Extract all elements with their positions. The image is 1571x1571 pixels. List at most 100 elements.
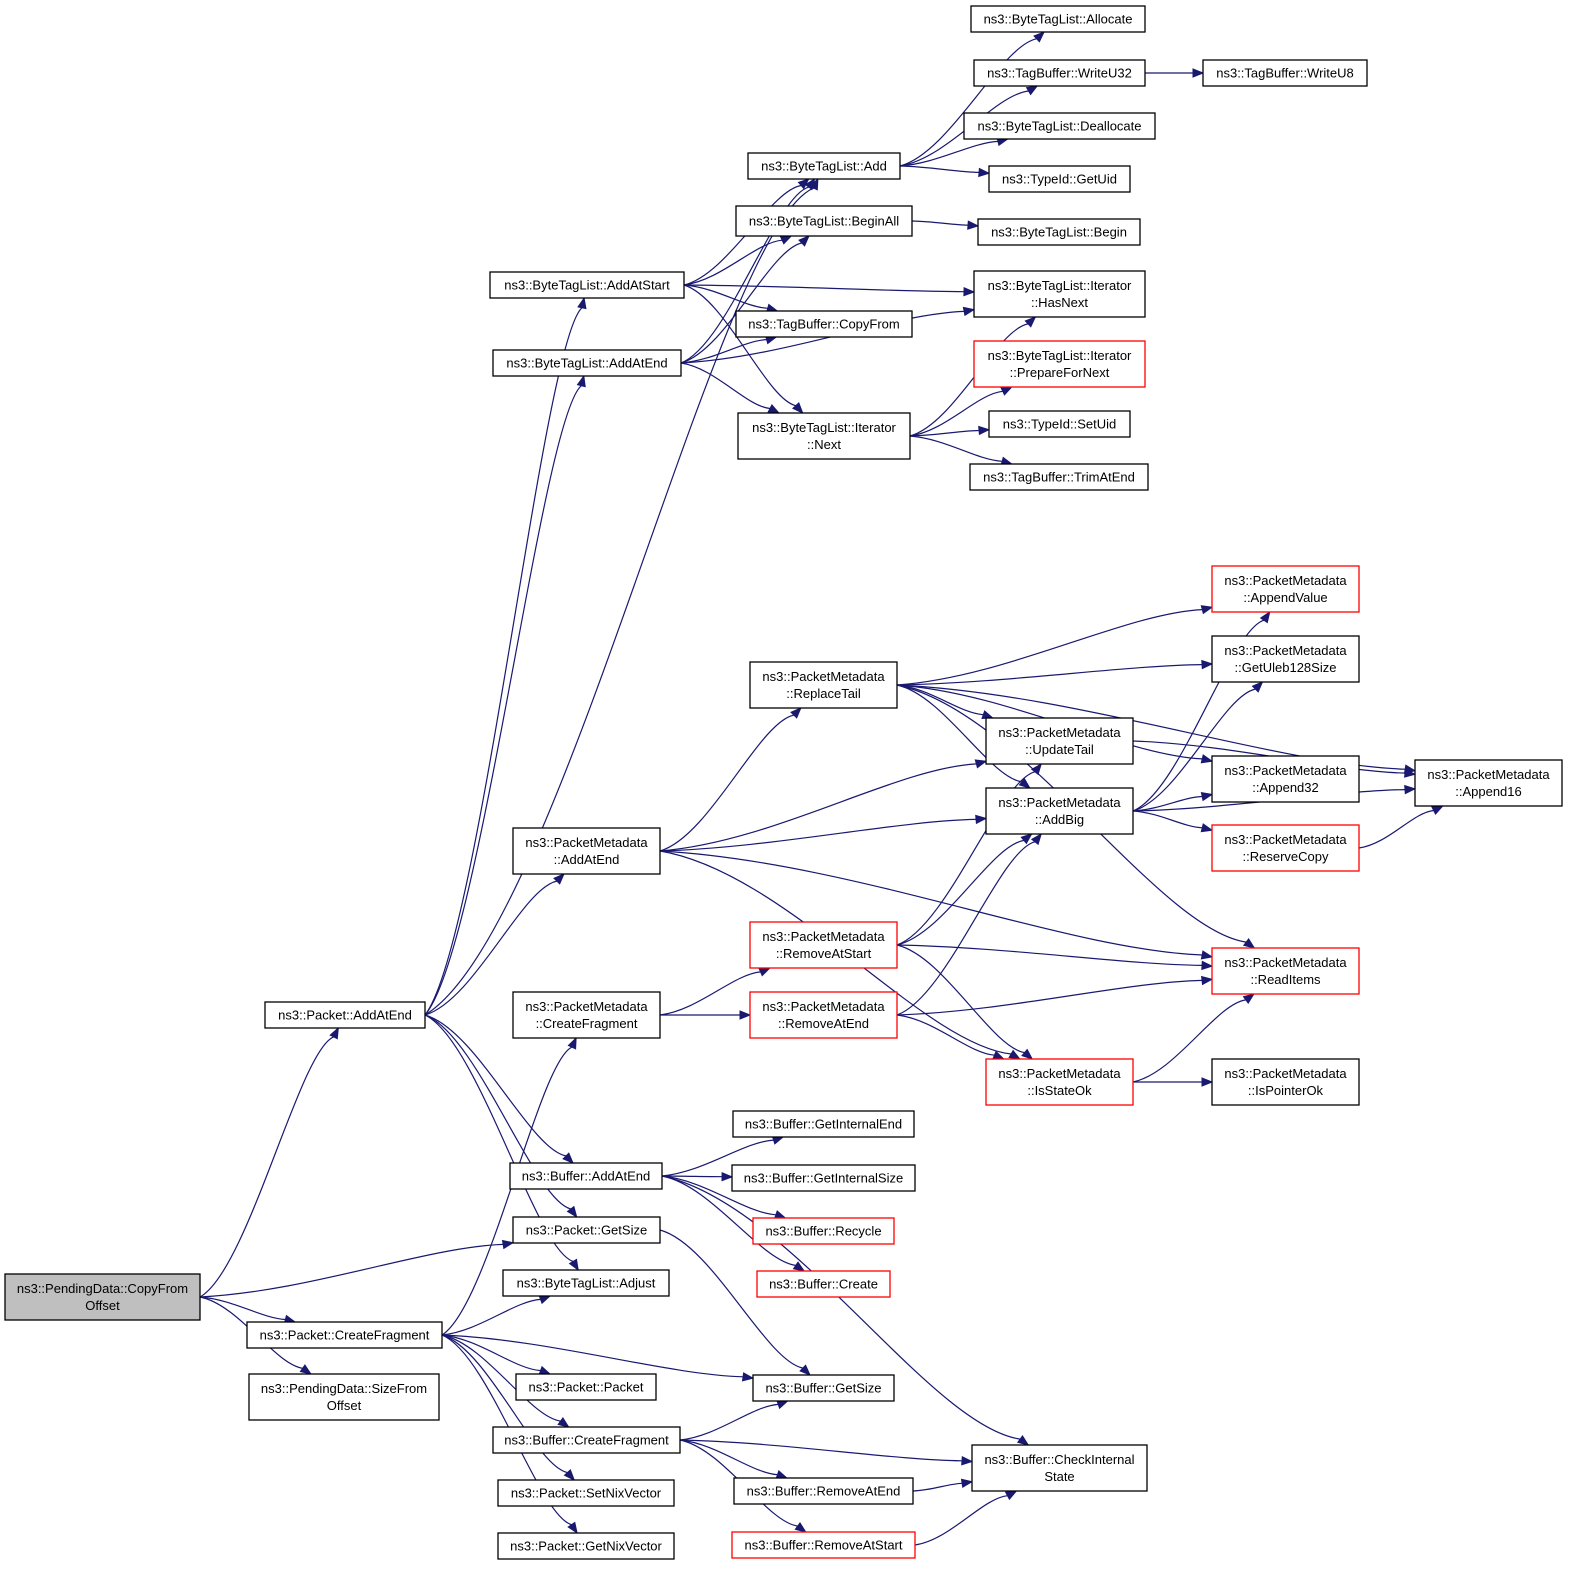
node-box [264,1001,426,1029]
edge-line [896,839,1024,946]
arrowhead-icon [1200,754,1214,764]
edge-line [659,763,977,852]
node-label-line: ::IsPointerOk [1248,1083,1324,1098]
arrowhead-icon [1021,1048,1034,1060]
node-pm-addatend[interactable]: ns3::PacketMetadata::AddAtEnd [512,827,661,875]
node-pm-createfragment[interactable]: ns3::PacketMetadata::CreateFragment [512,991,661,1039]
edge-line [680,242,802,364]
node-box [497,1532,675,1560]
node-pm-removeatstart[interactable]: ns3::PacketMetadata::RemoveAtStart [749,921,898,969]
edge-pkt_createfragment-to-buf_createfragment [441,1334,570,1428]
edge-line [909,435,1003,462]
node-pm-appendvalue[interactable]: ns3::PacketMetadata::AppendValue [1211,565,1360,613]
node-pm-append16[interactable]: ns3::PacketMetadata::Append16 [1414,759,1563,807]
node-buf-getinternalsize[interactable]: ns3::Buffer::GetInternalSize [731,1164,916,1192]
node-btl-addatstart[interactable]: ns3::ByteTagList::AddAtStart [489,271,685,299]
node-label-line: ns3::PendingData::SizeFrom [261,1381,427,1396]
node-pm-getuleb128size[interactable]: ns3::PacketMetadata::GetUleb128Size [1211,635,1360,683]
node-buf-createfragment[interactable]: ns3::Buffer::CreateFragment [492,1426,681,1454]
arrowhead-icon [1251,681,1264,693]
node-label-line: ns3::PacketMetadata [762,669,885,684]
node-pkt-addatend[interactable]: ns3::Packet::AddAtEnd [264,1001,426,1029]
node-box [515,1373,657,1401]
node-pm-reservecopy[interactable]: ns3::PacketMetadata::ReserveCopy [1211,824,1360,872]
node-btl-allocate[interactable]: ns3::ByteTagList::Allocate [970,5,1146,33]
edge-line [896,609,1203,686]
node-pm-addbig[interactable]: ns3::PacketMetadata::AddBig [985,787,1134,835]
node-pkt-createfragment[interactable]: ns3::Packet::CreateFragment [246,1321,443,1349]
node-label-line: ns3::Buffer::RemoveAtStart [745,1538,903,1553]
arrowhead-icon [798,235,810,247]
arrowhead-icon [978,167,991,178]
edge-line [680,339,767,364]
node-btl-it-hasnext[interactable]: ns3::ByteTagList::Iterator::HasNext [973,270,1146,318]
node-tb-copyfrom[interactable]: ns3::TagBuffer::CopyFrom [735,310,913,338]
node-btl-deallocate[interactable]: ns3::ByteTagList::Deallocate [963,112,1156,140]
node-label-line: ns3::Packet::GetNixVector [510,1539,662,1554]
node-buf-removeatend[interactable]: ns3::Buffer::RemoveAtEnd [733,1477,914,1505]
node-label-line: Offset [327,1398,362,1413]
node-pm-removeatend[interactable]: ns3::PacketMetadata::RemoveAtEnd [749,991,898,1039]
edge-line [659,714,794,852]
node-pm-readitems[interactable]: ns3::PacketMetadata::ReadItems [1211,947,1360,995]
node-pm-isstateok[interactable]: ns3::PacketMetadata::IsStateOk [985,1058,1134,1106]
edge-line [441,1334,541,1372]
node-btl-beginall[interactable]: ns3::ByteTagList::BeginAll [735,205,913,237]
node-buf-getsize[interactable]: ns3::Buffer::GetSize [752,1374,895,1402]
node-label-line: ::Append32 [1252,780,1319,795]
edge-pm_replacetail-to-pm_getuleb128size [896,659,1214,686]
arrowhead-icon [568,1258,579,1272]
node-buf-recycle[interactable]: ns3::Buffer::Recycle [752,1217,895,1245]
node-box [512,1216,661,1244]
node-buf-addatend[interactable]: ns3::Buffer::AddAtEnd [509,1162,663,1190]
node-pkt-packet[interactable]: ns3::Packet::Packet [515,1373,657,1401]
node-btl-add[interactable]: ns3::ByteTagList::Add [747,152,901,180]
node-pm-ispointerok[interactable]: ns3::PacketMetadata::IsPointerOk [1211,1058,1360,1106]
node-btl-addatend[interactable]: ns3::ByteTagList::AddAtEnd [492,349,682,377]
node-box [973,59,1146,87]
node-box [1211,824,1360,872]
arrowhead-icon [767,404,781,414]
node-label-line: ns3::TagBuffer::CopyFrom [748,317,900,332]
edge-pkt_createfragment-to-pkt_setnixvector [441,1334,576,1481]
edge-pm_createfragment-to-pm_removeatend [659,1010,752,1020]
node-typeid-setuid[interactable]: ns3::TypeId::SetUid [988,410,1131,438]
node-box [732,1110,915,1138]
node-btl-it-next[interactable]: ns3::ByteTagList::Iterator::Next [737,412,911,460]
arrowhead-icon [563,1469,576,1481]
edge-line [424,307,583,1016]
node-tb-writeu32[interactable]: ns3::TagBuffer::WriteU32 [973,59,1146,87]
edge-pkt_getsize-to-buf_getsize [659,1229,811,1376]
node-buf-removeatstart[interactable]: ns3::Buffer::RemoveAtStart [731,1531,916,1559]
node-btl-adjust[interactable]: ns3::ByteTagList::Adjust [502,1269,670,1297]
edge-line [1132,795,1203,812]
node-label-line: ns3::Packet::Packet [529,1380,644,1395]
node-label-line: ns3::Buffer::CreateFragment [504,1433,669,1448]
node-label-line: ns3::Buffer::Recycle [765,1224,881,1239]
arrowhead-icon [567,1036,577,1050]
node-buf-getinternalend[interactable]: ns3::Buffer::GetInternalEnd [732,1110,915,1138]
node-tb-writeu8[interactable]: ns3::TagBuffer::WriteU8 [1202,59,1368,87]
node-btl-begin[interactable]: ns3::ByteTagList::Begin [977,218,1141,246]
node-pkt-getnixvector[interactable]: ns3::Packet::GetNixVector [497,1532,675,1560]
arrowhead-icon [799,1364,811,1376]
node-pkt-getsize[interactable]: ns3::Packet::GetSize [512,1216,661,1244]
node-btl-it-preparefornext[interactable]: ns3::ByteTagList::Iterator::PrepareForNe… [973,340,1146,388]
node-typeid-getuid[interactable]: ns3::TypeId::GetUid [988,165,1131,193]
arrowhead-icon [1018,777,1031,789]
arrowhead-icon [538,1365,552,1375]
node-tb-trimatend[interactable]: ns3::TagBuffer::TrimAtEnd [969,463,1149,491]
node-pm-append32[interactable]: ns3::PacketMetadata::Append32 [1211,755,1360,803]
node-box [973,270,1146,318]
node-pm-updatetail[interactable]: ns3::PacketMetadata::UpdateTail [985,717,1134,765]
edge-pm_replacetail-to-pm_appendvalue [896,605,1214,686]
edge-line [683,239,783,286]
node-pkt-setnixvector[interactable]: ns3::Packet::SetNixVector [497,1479,675,1507]
edge-line [683,284,768,309]
edge-line [441,1298,541,1336]
node-pm-replacetail[interactable]: ns3::PacketMetadata::ReplaceTail [749,661,898,709]
node-buf-create[interactable]: ns3::Buffer::Create [756,1270,891,1298]
